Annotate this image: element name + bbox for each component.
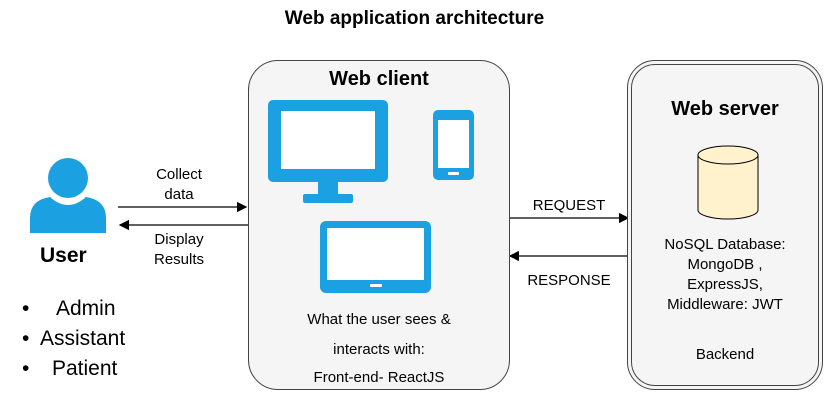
collect-data-label: Collect data bbox=[156, 166, 202, 203]
tablet-icon bbox=[320, 221, 431, 293]
role-item: •Admin bbox=[22, 297, 116, 320]
web-client-title: Web client bbox=[329, 68, 429, 90]
server-db-line3: ExpressJS, bbox=[687, 276, 763, 293]
client-desc-line1: What the user sees & bbox=[307, 311, 451, 328]
server-db-line4: Middleware: JWT bbox=[667, 296, 783, 313]
user-label: User bbox=[40, 244, 87, 267]
role-item: •Assistant bbox=[22, 327, 126, 350]
diagram-title: Web application architecture bbox=[284, 8, 545, 29]
response-label: RESPONSE bbox=[527, 272, 611, 289]
server-db-line1: NoSQL Database: bbox=[664, 236, 786, 253]
client-desc-line2: interacts with: bbox=[333, 341, 425, 358]
database-icon bbox=[697, 145, 759, 220]
role-item: •Patient bbox=[22, 357, 118, 380]
phone-icon bbox=[433, 110, 474, 180]
server-db-line2: MongoDB , bbox=[687, 256, 763, 273]
web-server-inner-border bbox=[631, 64, 819, 386]
server-backend-label: Backend bbox=[695, 346, 755, 363]
web-server-title: Web server bbox=[671, 98, 779, 120]
display-results-label: Display Results bbox=[153, 231, 205, 268]
user-icon bbox=[30, 158, 106, 233]
monitor-icon bbox=[268, 100, 388, 203]
client-desc-line3: Front-end- ReactJS bbox=[313, 369, 445, 386]
user-roles-list: •Admin •Assistant •Patient bbox=[22, 294, 125, 384]
request-label: REQUEST bbox=[532, 197, 606, 214]
